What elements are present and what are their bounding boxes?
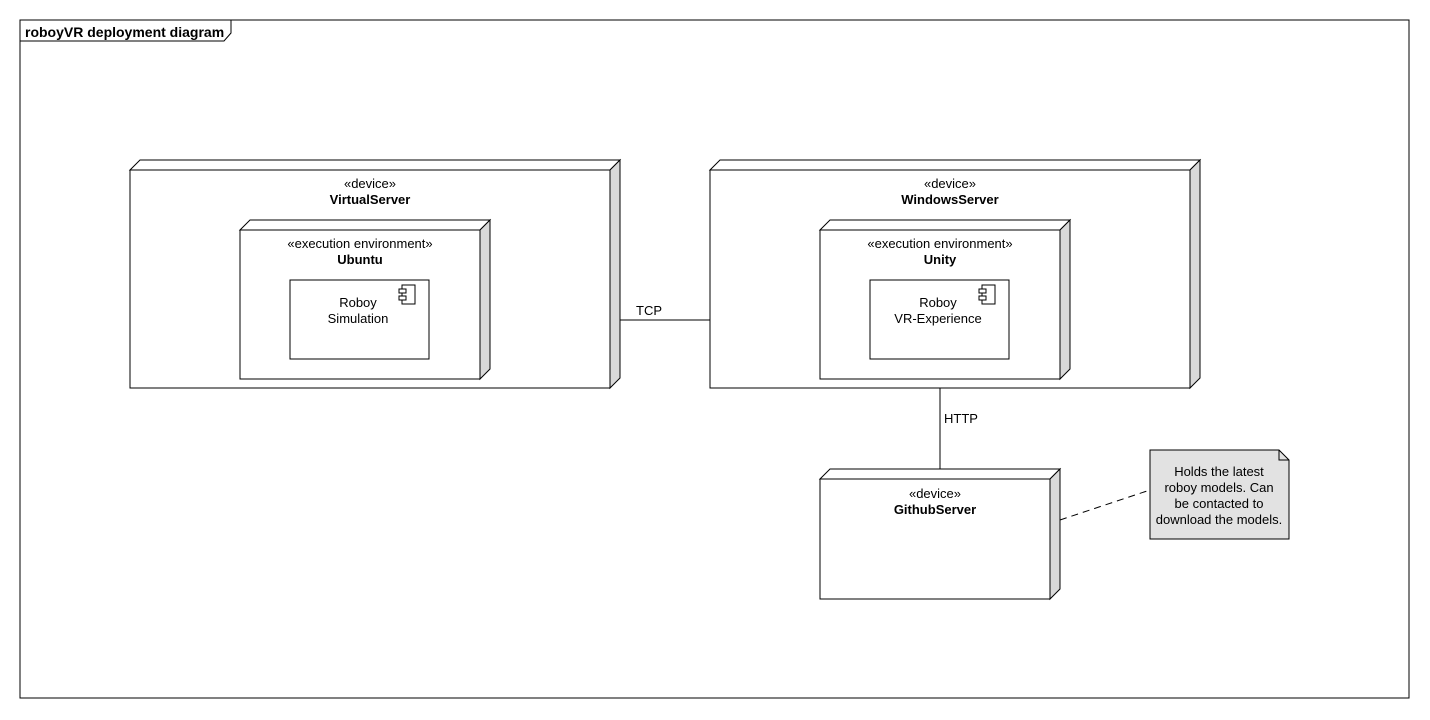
- note[interactable]: Holds the latest roboy models. Can be co…: [1149, 449, 1290, 540]
- node-windows-server[interactable]: «device» WindowsServer «execution enviro…: [708, 158, 1202, 390]
- windows-server-name: WindowsServer: [901, 192, 998, 207]
- component-icon: [978, 284, 996, 305]
- note-line-4: download the models.: [1156, 512, 1282, 527]
- roboy-simulation-line2: Simulation: [328, 311, 389, 326]
- env-ubuntu[interactable]: «execution environment» Ubuntu Roboy Sim…: [238, 218, 492, 381]
- frame-title: roboyVR deployment diagram: [25, 24, 224, 40]
- note-line-1: Holds the latest: [1174, 464, 1264, 479]
- note-line-2: roboy models. Can: [1164, 480, 1273, 495]
- ubuntu-name: Ubuntu: [337, 252, 383, 267]
- http-label: HTTP: [944, 411, 978, 426]
- github-server-name: GithubServer: [894, 502, 976, 517]
- note-anchor: [1059, 489, 1151, 521]
- ubuntu-stereotype: «execution environment»: [287, 236, 432, 251]
- component-icon: [398, 284, 416, 305]
- tcp-label: TCP: [636, 303, 662, 318]
- component-roboy-simulation[interactable]: Roboy Simulation: [289, 279, 430, 360]
- env-unity[interactable]: «execution environment» Unity Roboy VR-E…: [818, 218, 1072, 381]
- virtual-server-stereotype: «device»: [344, 176, 396, 191]
- windows-server-stereotype: «device»: [924, 176, 976, 191]
- roboy-simulation-line1: Roboy: [339, 295, 377, 310]
- node-github-server[interactable]: «device» GithubServer: [818, 467, 1062, 601]
- roboy-vr-line2: VR-Experience: [894, 311, 981, 326]
- unity-stereotype: «execution environment»: [867, 236, 1012, 251]
- github-server-stereotype: «device»: [909, 486, 961, 501]
- node-virtual-server[interactable]: «device» VirtualServer «execution enviro…: [128, 158, 622, 390]
- unity-name: Unity: [924, 252, 957, 267]
- note-line-3: be contacted to: [1175, 496, 1264, 511]
- virtual-server-name: VirtualServer: [330, 192, 411, 207]
- roboy-vr-line1: Roboy: [919, 295, 957, 310]
- component-roboy-vr-experience[interactable]: Roboy VR-Experience: [869, 279, 1010, 360]
